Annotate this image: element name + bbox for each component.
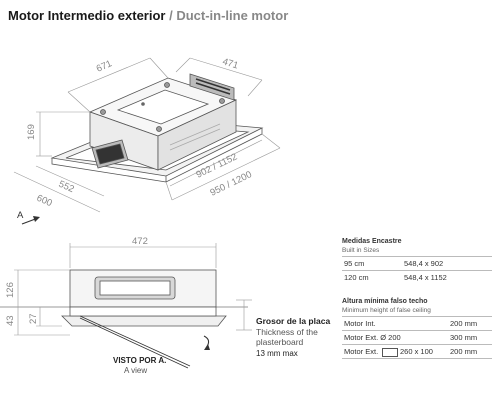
- dim-126: 126: [5, 282, 16, 298]
- duct-size: 260 x 100: [400, 347, 433, 356]
- value-cell: 548,4 x 902: [404, 259, 444, 268]
- divider: [342, 256, 492, 257]
- view-arrow-label: A: [17, 210, 24, 221]
- sizes-header-en: Built in Sizes: [342, 247, 380, 254]
- height-value: 200 mm: [450, 347, 478, 356]
- table-row: Motor Ext. 260 x 100 200 mm: [342, 347, 492, 357]
- divider: [342, 316, 492, 317]
- motor-label: Motor Ext. Ø 200: [344, 333, 401, 342]
- a-view-label-en: A view: [124, 366, 148, 375]
- size-cell: 120 cm: [344, 273, 369, 282]
- value-cell: 548,4 x 1152: [404, 273, 447, 282]
- plasterboard-label-en1: Thickness of the: [256, 327, 318, 337]
- ceiling-header-en: Minimum height of false ceiling: [342, 307, 431, 314]
- dim-472: 472: [132, 236, 148, 247]
- plasterboard-label-es: Grosor de la placa: [256, 316, 331, 326]
- divider: [342, 344, 492, 345]
- motor-label: Motor Ext.: [344, 347, 379, 356]
- title-sub: Duct-in-line motor: [176, 8, 289, 23]
- dim-169: 169: [26, 124, 37, 140]
- motor-label: Motor Int.: [344, 319, 376, 328]
- height-value: 300 mm: [450, 333, 478, 342]
- height-value: 200 mm: [450, 319, 478, 328]
- size-cell: 95 cm: [344, 259, 365, 268]
- dim-27: 27: [28, 313, 39, 324]
- title-separator: /: [165, 8, 177, 23]
- divider: [342, 330, 492, 331]
- divider: [342, 270, 492, 271]
- table-row: Motor Ext. Ø 200 300 mm: [342, 333, 492, 343]
- table-row: 120 cm 548,4 x 1152: [342, 273, 492, 283]
- title-main: Motor Intermedio exterior: [8, 8, 166, 23]
- dim-600: 600: [35, 193, 54, 209]
- table-row: Motor Int. 200 mm: [342, 319, 492, 329]
- plasterboard-label-en2: plasterboard: [256, 337, 304, 347]
- dim-671: 671: [95, 58, 114, 74]
- rectangle-duct-icon: [382, 348, 398, 357]
- iso-motor-right: [157, 99, 237, 171]
- dim-552: 552: [57, 179, 76, 195]
- divider: [342, 358, 492, 359]
- dim-471: 471: [221, 56, 239, 71]
- page-title: Motor Intermedio exterior / Duct-in-line…: [8, 8, 288, 23]
- sizes-header-es: Medidas Encastre: [342, 238, 402, 245]
- a-view-label-es: VISTO POR A.: [113, 356, 167, 365]
- dim-950-1200: 950 / 1200: [208, 169, 253, 199]
- ceiling-header-es: Altura mínima falso techo: [342, 298, 428, 305]
- table-row: 95 cm 548,4 x 902: [342, 259, 492, 269]
- plasterboard-max: 13 mm max: [256, 349, 298, 358]
- dim-43: 43: [5, 315, 16, 326]
